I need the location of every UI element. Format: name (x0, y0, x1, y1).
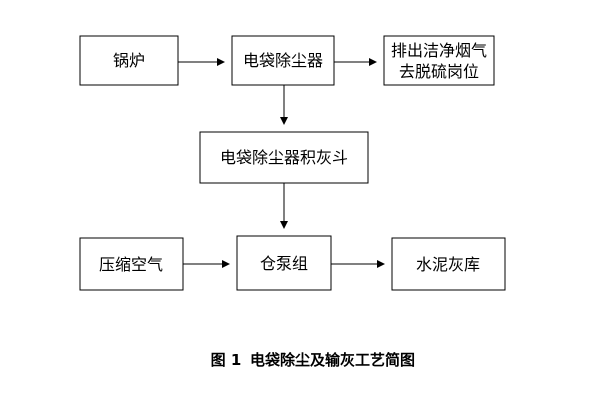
figure-caption-label: 图 1 (211, 351, 242, 369)
node-desulfurization: 排出洁净烟气 去脱硫岗位 (383, 35, 495, 86)
node-desulfurization-line-1: 排出洁净烟气 (391, 41, 487, 60)
node-bag-filter: 电袋除尘器 (231, 35, 335, 86)
figure-caption: 图 1 电袋除尘及输灰工艺简图 (211, 351, 415, 369)
node-bag-filter-label: 电袋除尘器 (243, 51, 323, 70)
node-cement-silo-label: 水泥灰库 (416, 255, 480, 274)
node-cement-silo: 水泥灰库 (391, 237, 506, 291)
node-boiler: 锅炉 (79, 35, 179, 86)
node-desulfurization-line-2: 去脱硫岗位 (399, 62, 479, 81)
node-pump-group-label: 仓泵组 (260, 254, 308, 273)
node-compressed-air-label: 压缩空气 (99, 255, 163, 274)
node-boiler-label: 锅炉 (113, 51, 145, 70)
node-compressed-air: 压缩空气 (79, 237, 184, 291)
node-ash-hopper-label: 电袋除尘器积灰斗 (220, 148, 348, 167)
figure-caption-title: 电袋除尘及输灰工艺简图 (250, 351, 415, 369)
node-ash-hopper: 电袋除尘器积灰斗 (199, 131, 369, 184)
node-pump-group: 仓泵组 (236, 235, 332, 291)
